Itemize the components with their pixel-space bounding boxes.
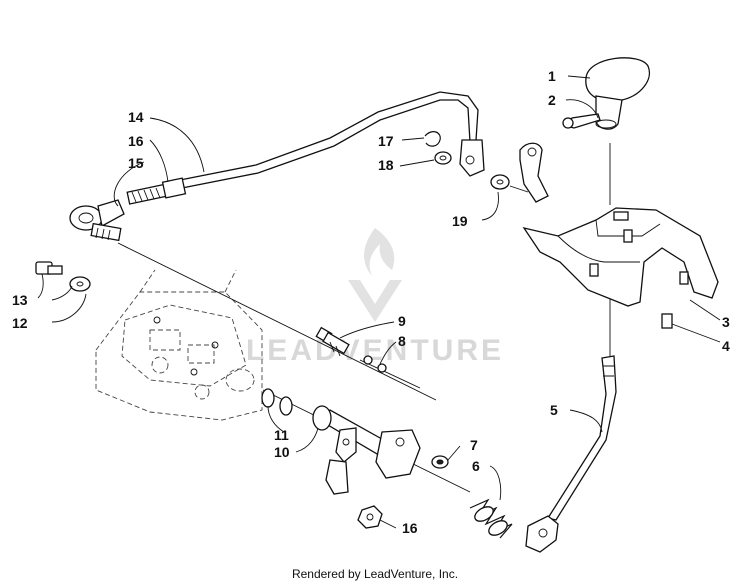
label-11: 11 xyxy=(274,427,289,443)
label-9: 9 xyxy=(398,313,406,329)
credit-text: Rendered by LeadVenture, Inc. xyxy=(292,567,458,581)
label-10: 10 xyxy=(274,444,290,460)
label-8: 8 xyxy=(398,333,406,349)
rod-end-threaded xyxy=(126,177,187,205)
watermark-flame-icon xyxy=(348,228,402,322)
part-labels: 1 2 3 4 5 6 7 8 9 10 11 12 13 14 15 16 1… xyxy=(12,68,730,536)
label-6: 6 xyxy=(472,458,480,474)
label-7: 7 xyxy=(470,437,478,453)
label-2: 2 xyxy=(548,92,556,108)
label-5: 5 xyxy=(550,402,558,418)
small-rings xyxy=(363,355,387,373)
rod-clip xyxy=(424,131,441,147)
knob-screw xyxy=(562,113,601,129)
label-1: 1 xyxy=(548,68,556,84)
label-15: 15 xyxy=(128,155,144,171)
frame-outline xyxy=(95,269,263,421)
label-12: 12 xyxy=(12,315,28,331)
shift-lever xyxy=(525,355,617,553)
label-14: 14 xyxy=(128,109,144,125)
shift-cover xyxy=(522,207,719,307)
lower-nut xyxy=(357,505,383,529)
return-spring xyxy=(469,498,513,539)
shift-knob xyxy=(585,57,650,130)
shift-shaft xyxy=(312,405,421,495)
rod-washer xyxy=(434,151,452,165)
label-18: 18 xyxy=(378,157,394,173)
label-16-lower: 16 xyxy=(402,520,418,536)
mount-bolt xyxy=(35,261,63,275)
cover-bumper xyxy=(661,313,673,329)
label-3: 3 xyxy=(722,314,730,330)
lever-arm xyxy=(490,142,549,203)
label-16-upper: 16 xyxy=(128,133,144,149)
watermark-text: LEADVENTURE xyxy=(246,334,504,367)
label-19: 19 xyxy=(452,213,468,229)
spring-washer xyxy=(431,455,449,469)
mount-washer xyxy=(69,276,91,292)
shift-rod xyxy=(179,91,479,189)
o-rings xyxy=(261,388,293,416)
ball-joint xyxy=(69,199,125,242)
label-13: 13 xyxy=(12,292,28,308)
leader-lines xyxy=(37,75,721,529)
label-4: 4 xyxy=(722,338,730,354)
rod-bracket xyxy=(459,139,485,177)
watermark: LEADVENTURE xyxy=(246,228,504,367)
label-17: 17 xyxy=(378,133,394,149)
pivot-bolt xyxy=(315,326,350,357)
